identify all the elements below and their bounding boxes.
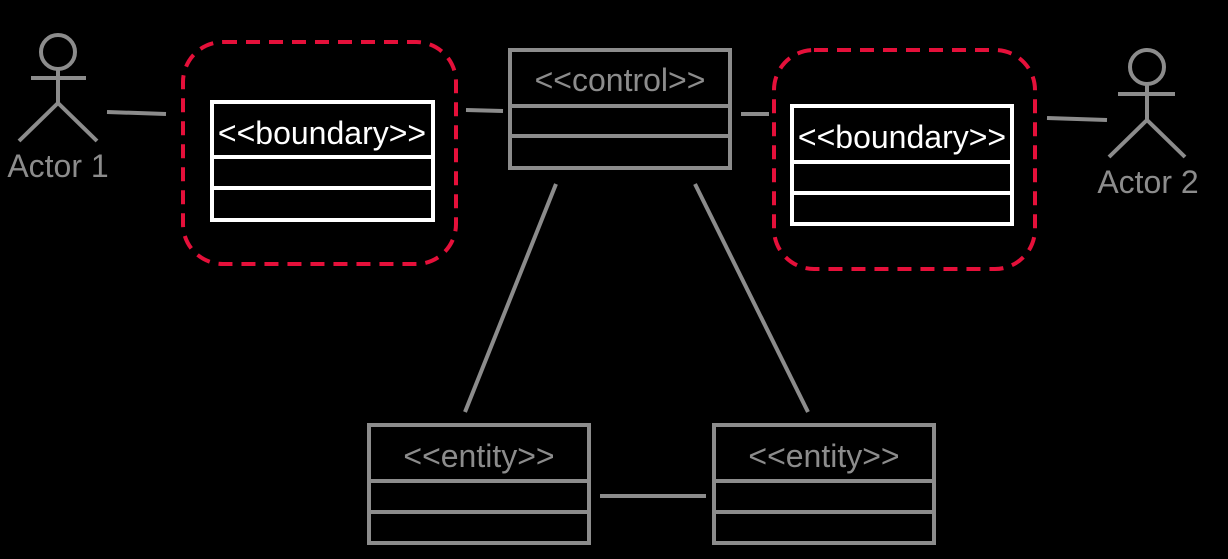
actor-1[interactable]: Actor 1 — [7, 33, 109, 184]
entity-class-left[interactable]: <<entity>> — [367, 423, 591, 545]
boundary-highlight-left — [181, 40, 458, 266]
control-class[interactable]: <<control>> — [508, 48, 732, 170]
association-lines — [106, 108, 1108, 498]
actor-label: Actor 1 — [7, 148, 108, 184]
class-stereotype: <<control>> — [535, 62, 706, 98]
association-actor1-boundary-left — [106, 110, 167, 116]
association-control-entity-left — [463, 183, 558, 413]
actor-2[interactable]: Actor 2 — [1097, 48, 1199, 200]
boundary-highlight-right — [772, 48, 1037, 271]
class-stereotype: <<boundary>> — [798, 119, 1006, 155]
boundary-class-right[interactable]: <<boundary>> — [790, 104, 1014, 226]
association-control-entity-right — [693, 183, 810, 413]
association-boundary-left-control — [465, 108, 504, 113]
class-stereotype: <<entity>> — [403, 438, 554, 474]
class-stereotype: <<entity>> — [748, 438, 899, 474]
association-boundary-right-actor2 — [1046, 116, 1108, 122]
class-stereotype: <<boundary>> — [218, 115, 426, 151]
stick-figure-icon — [17, 33, 99, 143]
stick-figure-icon — [1107, 48, 1187, 159]
actor-label: Actor 2 — [1097, 164, 1198, 200]
boundary-class-left[interactable]: <<boundary>> — [210, 100, 435, 222]
entity-class-right[interactable]: <<entity>> — [712, 423, 936, 545]
